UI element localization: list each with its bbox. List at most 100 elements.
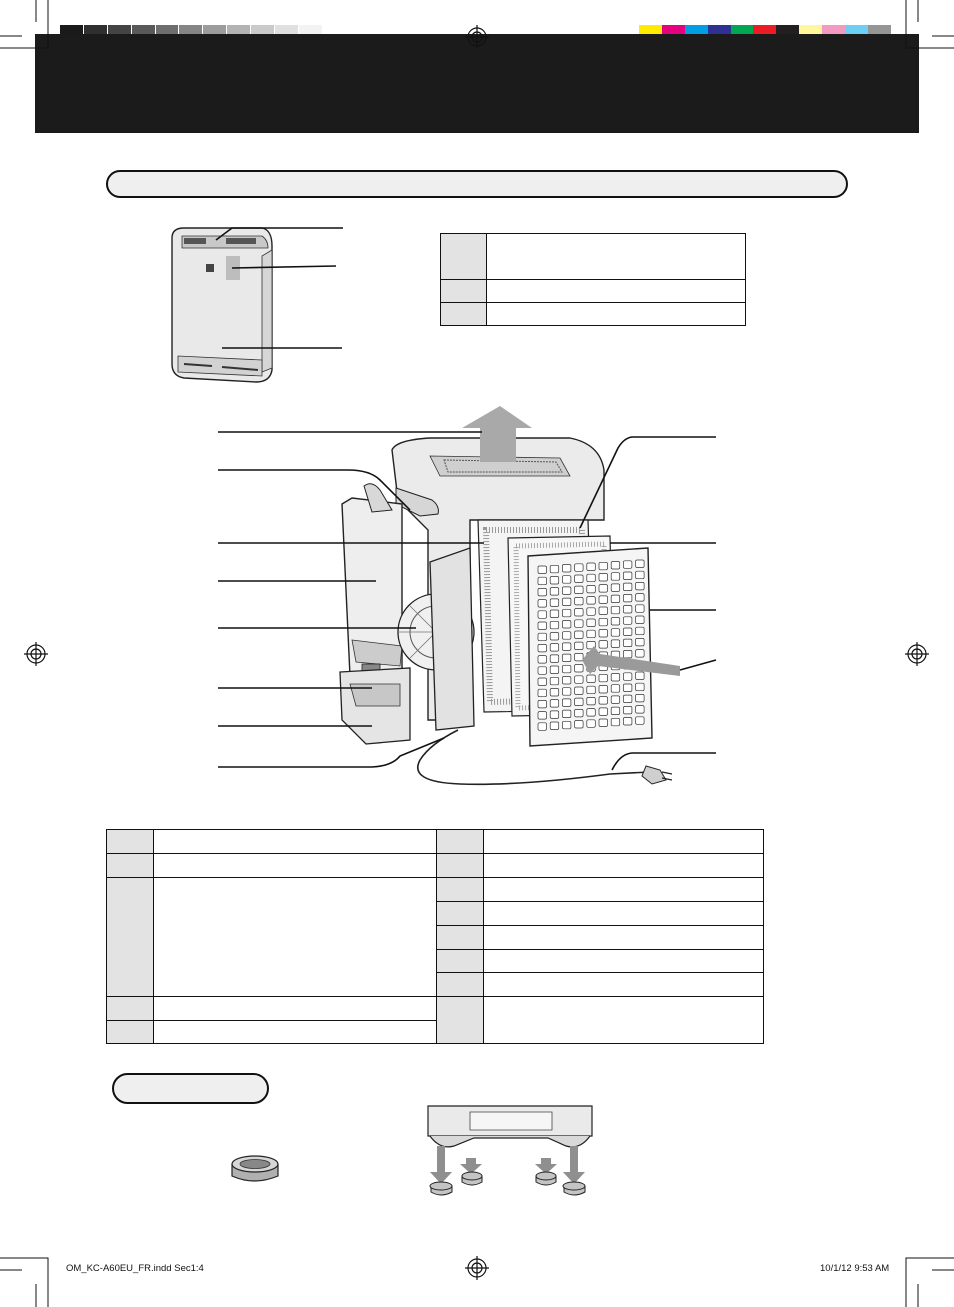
panel-grid-cell (598, 718, 608, 727)
panel-grid-cell (574, 608, 584, 617)
panel-grid-cell (623, 694, 633, 703)
panel-grid-cell (586, 719, 596, 728)
panel-grid-cell (537, 565, 547, 574)
panel-grid-cell (586, 708, 596, 717)
table-number-cell (440, 302, 487, 326)
panel-grid-cell (562, 698, 572, 707)
panel-grid-cell (623, 706, 633, 715)
panel-grid-cell (574, 709, 584, 718)
panel-grid-cell (549, 576, 560, 585)
panel-grid-cell (574, 686, 584, 695)
panel-grid-cell (635, 694, 645, 703)
panel-grid-cell (586, 618, 596, 627)
panel-grid-cell (586, 596, 596, 605)
panel-grid-cell (598, 573, 608, 582)
panel-grid-cell (562, 664, 572, 674)
panel-grid-cell (610, 695, 621, 704)
front-view-illustration (171, 227, 273, 383)
panel-grid-cell (635, 682, 645, 692)
panel-grid-cell (549, 598, 560, 607)
panel-grid-cell (562, 631, 572, 640)
panel-grid-cell (549, 632, 560, 641)
panel-grid-cell (549, 710, 560, 719)
panel-grid-cell (623, 672, 633, 681)
table-number-cell (436, 925, 484, 950)
registration-mark-icon (24, 642, 48, 666)
panel-grid-cell (562, 564, 572, 573)
panel-grid-cell (537, 666, 547, 675)
panel-grid-cell (537, 700, 547, 709)
table-number-cell (436, 972, 484, 997)
panel-grid-cell (610, 684, 621, 693)
panel-grid-cell (610, 706, 621, 715)
panel-grid-cell (635, 582, 645, 591)
panel-grid-cell (562, 608, 572, 618)
panel-grid-cell (574, 630, 584, 639)
panel-grid-cell (635, 559, 645, 568)
panel-grid-cell (610, 583, 621, 592)
panel-grid-cell (610, 673, 621, 682)
panel-grid-cell (562, 642, 572, 651)
panel-grid-cell (562, 620, 572, 629)
table-number-cell (436, 853, 484, 878)
panel-grid-cell (623, 605, 633, 614)
table-label-cell (486, 233, 746, 280)
table-number-cell (106, 829, 154, 854)
panel-grid-cell (586, 629, 596, 639)
panel-grid-cell (549, 564, 560, 574)
panel-grid-cell (549, 699, 560, 708)
footer-date-time: 10/1/12 9:53 AM (820, 1263, 890, 1274)
panel-grid-cell (623, 627, 633, 636)
panel-grid-cell (623, 683, 633, 692)
panel-grid-cell (549, 676, 560, 686)
table-label-cell (483, 996, 764, 1044)
registration-mark-icon (905, 642, 929, 666)
panel-grid-cell (598, 561, 608, 571)
panel-grid-cell (574, 697, 584, 706)
table-label-cell (153, 1020, 437, 1044)
panel-grid-cell (574, 653, 584, 662)
panel-grid-cell (610, 561, 621, 570)
panel-grid-cell (537, 632, 547, 642)
panel-grid-cell (549, 688, 560, 697)
panel-grid-cell (549, 587, 560, 596)
panel-grid-cell (635, 570, 645, 580)
panel-grid-cell (549, 665, 560, 674)
panel-grid-cell (586, 697, 596, 706)
panel-grid-cell (586, 573, 596, 583)
panel-grid-cell (623, 571, 633, 580)
panel-grid-cell (623, 650, 633, 659)
table-number-cell (436, 901, 484, 926)
panel-grid-cell (537, 711, 547, 720)
panel-grid-cell (562, 586, 572, 595)
panel-grid-cell (635, 716, 645, 725)
panel-grid-cell (549, 654, 560, 663)
panel-grid-cell (598, 617, 608, 627)
registration-mark-icon (465, 25, 489, 49)
panel-grid-cell (598, 707, 608, 716)
rear-view-callout-lines-right (579, 436, 717, 771)
front-parts-table (440, 233, 746, 326)
panel-grid-cell (635, 593, 645, 602)
panel-grid-cell (537, 621, 547, 630)
panel-grid-cell (586, 674, 596, 683)
panel-grid-cell (537, 588, 547, 597)
panel-grid-cell (562, 709, 572, 718)
registration-mark-icon (465, 1256, 489, 1280)
table-label-cell (153, 853, 437, 878)
panel-grid-cell (598, 584, 608, 593)
panel-grid-cell (586, 562, 596, 571)
panel-grid-cell (549, 620, 560, 630)
panel-grid-cell (598, 640, 608, 649)
panel-grid-cell (598, 595, 608, 604)
rear-parts-table (106, 829, 764, 1044)
front-view-callout-lines (215, 227, 343, 349)
panel-grid-cell (562, 575, 572, 584)
table-number-cell (440, 233, 487, 280)
panel-grid-cell (537, 644, 547, 653)
table-label-cell (486, 302, 746, 326)
panel-grid-cell (574, 664, 584, 673)
panel-grid-cell (635, 638, 645, 647)
panel-grid-cell (574, 641, 584, 650)
panel-grid-cell (537, 688, 547, 698)
